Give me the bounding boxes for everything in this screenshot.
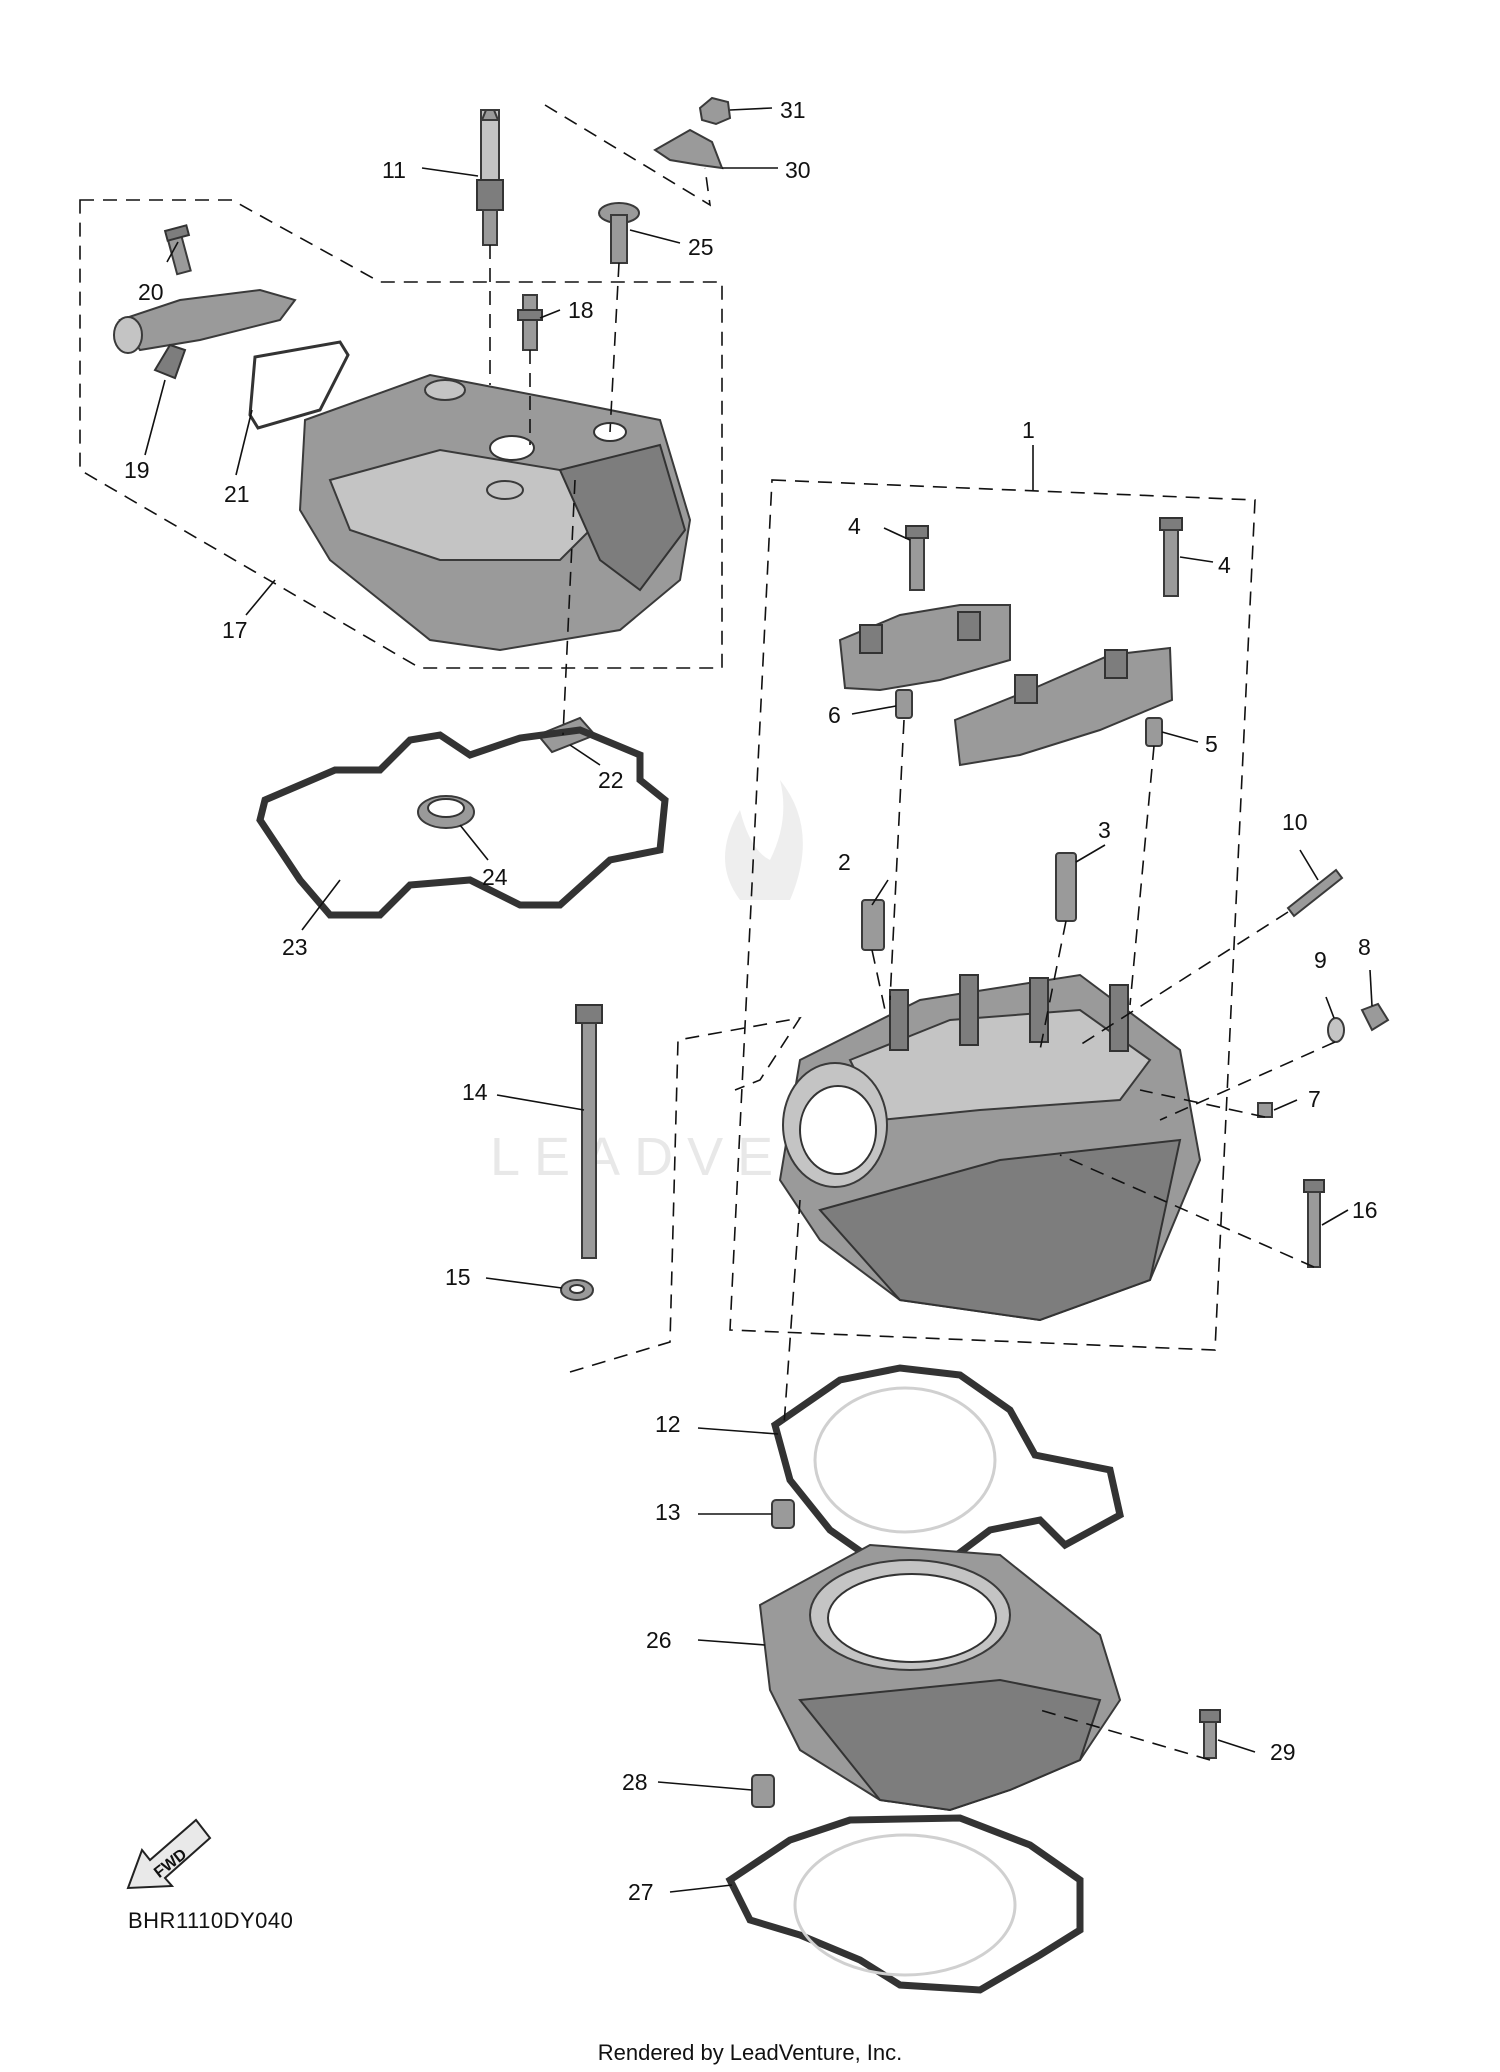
leader-lines <box>144 107 1373 1893</box>
cover-gasket-23 <box>256 726 669 919</box>
bolt-14-link-outline <box>569 1016 802 1373</box>
valve-cover <box>298 373 692 652</box>
head-gasket-12 <box>770 1364 1124 1569</box>
pin-10 <box>1286 868 1344 918</box>
valve-guide-3 <box>1055 852 1077 922</box>
washer-15 <box>560 1279 594 1301</box>
dowel-5 <box>1145 717 1163 747</box>
callout-25: 25 <box>688 234 714 260</box>
render-credit: Rendered by LeadVenture, Inc. <box>597 2040 903 2065</box>
cylinder-head-group-outline <box>729 479 1256 1351</box>
callout-4-right: 4 <box>1218 552 1231 578</box>
callout-12: 12 <box>655 1411 681 1437</box>
callout-29: 29 <box>1270 1739 1296 1765</box>
callout-5: 5 <box>1205 731 1218 757</box>
bolt-8 <box>1360 1002 1390 1032</box>
callout-26: 26 <box>646 1627 672 1653</box>
cap-bolt-25 <box>598 202 640 264</box>
callout-19: 19 <box>124 457 150 483</box>
callout-10: 10 <box>1282 809 1308 835</box>
bolt-16 <box>1303 1179 1325 1268</box>
callout-4-left: 4 <box>848 513 861 539</box>
stud-18 <box>517 294 543 351</box>
valve-guide-2 <box>861 899 885 951</box>
callout-31: 31 <box>780 97 806 123</box>
plug-7 <box>1257 1102 1273 1118</box>
bracket-30 <box>653 128 724 170</box>
callout-22: 22 <box>598 767 624 793</box>
dowel-28 <box>751 1774 775 1808</box>
bolt-4-left <box>905 525 929 591</box>
bolt-14 <box>575 1004 603 1259</box>
cylinder <box>758 1543 1122 1812</box>
spark-plug <box>476 109 504 246</box>
bolt-4-right <box>1159 517 1183 597</box>
nut-31 <box>698 96 732 126</box>
callout-16: 16 <box>1352 1197 1378 1223</box>
base-gasket-bore <box>793 1833 1017 1977</box>
head-gasket-bore <box>813 1386 997 1534</box>
callout-11: 11 <box>382 157 406 183</box>
bolt-29 <box>1199 1709 1221 1759</box>
callout-17: 17 <box>222 617 248 643</box>
plug-seal-24 <box>417 795 475 829</box>
callout-27: 27 <box>628 1879 654 1905</box>
washer-9 <box>1327 1017 1345 1043</box>
bolt-20 <box>163 224 192 276</box>
callout-24: 24 <box>482 864 508 890</box>
valve-cover-group-outline <box>79 199 723 669</box>
callout-20: 20 <box>138 279 164 305</box>
callout-23: 23 <box>282 934 308 960</box>
callout-2: 2 <box>838 849 851 875</box>
callout-13: 13 <box>655 1499 681 1525</box>
callout-18: 18 <box>568 297 594 323</box>
cylinder-head <box>778 973 1202 1322</box>
breather-pipe <box>113 288 297 380</box>
callout-15: 15 <box>445 1264 471 1290</box>
fwd-arrow-icon: FWD <box>126 1818 212 1890</box>
callout-8: 8 <box>1358 934 1371 960</box>
diagram-code: BHR1110DY040 <box>128 1908 294 1933</box>
camshaft-cap-left <box>838 604 1011 692</box>
callout-30: 30 <box>785 157 811 183</box>
callout-14: 14 <box>462 1079 488 1105</box>
base-gasket-27 <box>725 1814 1084 1994</box>
callout-21: 21 <box>224 481 250 507</box>
callout-7: 7 <box>1308 1086 1321 1112</box>
dowel-6 <box>895 689 913 719</box>
breather-link-outline <box>544 104 712 207</box>
camshaft-cap-right <box>953 646 1174 767</box>
callout-labels: 1 2 3 4 4 5 6 7 8 9 10 11 12 13 14 15 16… <box>124 97 1378 1905</box>
callout-6: 6 <box>828 702 841 728</box>
callout-1: 1 <box>1022 417 1035 443</box>
callout-3: 3 <box>1098 817 1111 843</box>
callout-9: 9 <box>1314 947 1327 973</box>
dowel-13 <box>771 1499 795 1529</box>
callout-28: 28 <box>622 1769 648 1795</box>
